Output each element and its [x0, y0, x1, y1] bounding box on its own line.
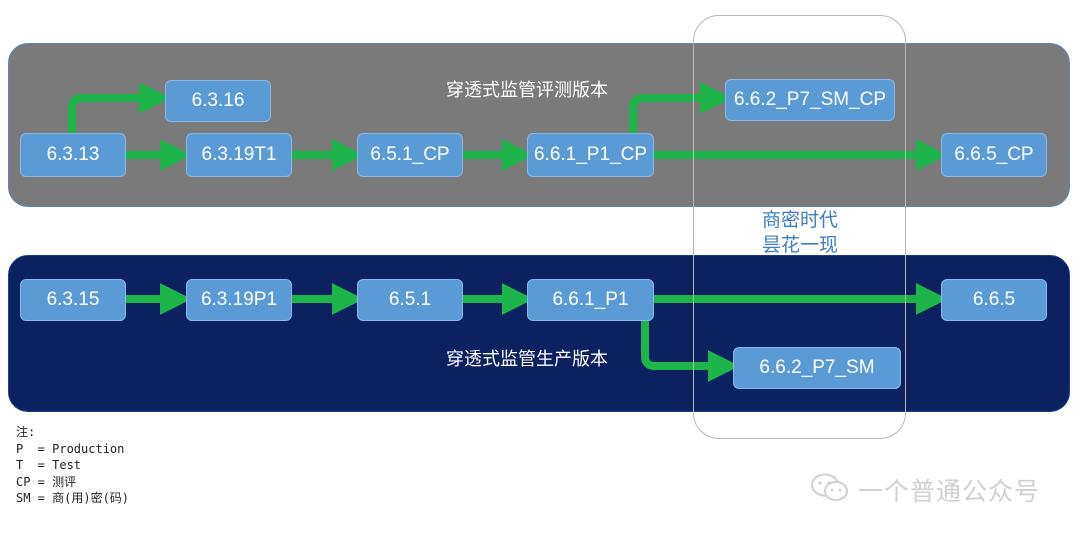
legend-notes: 注: P = Production T = Test CP = 测评 SM = …	[16, 424, 129, 507]
wechat-icon	[810, 472, 850, 508]
test-band-title: 穿透式监管评测版本	[446, 80, 608, 101]
node-6-3-13: 6.3.13	[20, 133, 126, 177]
arrow-661p1-to-662p7sm	[641, 321, 740, 382]
note-test: T = Test	[16, 458, 82, 472]
node-6-3-19t1: 6.3.19T1	[186, 133, 292, 177]
node-6-3-16: 6.3.16	[165, 80, 271, 122]
note-sm: SM = 商(用)密(码)	[16, 491, 130, 505]
node-6-5-1-cp: 6.5.1_CP	[357, 133, 463, 177]
watermark: 一个普通公众号	[810, 472, 1040, 508]
node-6-5-1: 6.5.1	[357, 279, 463, 321]
node-6-6-2-p7-sm: 6.6.2_P7_SM	[733, 347, 901, 389]
node-6-6-1-p1-cp: 6.6.1_P1_CP	[527, 133, 654, 177]
node-6-6-5: 6.6.5	[941, 279, 1047, 321]
sm-era-highlight-frame	[693, 15, 906, 439]
node-6-3-19p1: 6.3.19P1	[186, 279, 292, 321]
node-6-6-5-cp: 6.6.5_CP	[941, 133, 1047, 177]
arrow-6313-to-6316	[68, 82, 171, 133]
note-cp: CP = 测评	[16, 474, 77, 489]
overlay-text-line-2: 昙花一现	[761, 234, 838, 256]
test-version-band	[8, 43, 1070, 207]
watermark-text: 一个普通公众号	[858, 477, 1041, 506]
notes-title: 注:	[16, 425, 36, 439]
overlay-text-line-1: 商密时代	[761, 209, 838, 231]
production-band-title: 穿透式监管生产版本	[446, 349, 608, 370]
arrow-661p1cp-to-662p7smcp	[629, 82, 732, 133]
note-production: P = Production	[16, 441, 125, 456]
node-6-3-15: 6.3.15	[20, 279, 126, 321]
node-6-6-1-p1: 6.6.1_P1	[527, 279, 654, 321]
node-6-6-2-p7-sm-cp: 6.6.2_P7_SM_CP	[725, 79, 895, 121]
